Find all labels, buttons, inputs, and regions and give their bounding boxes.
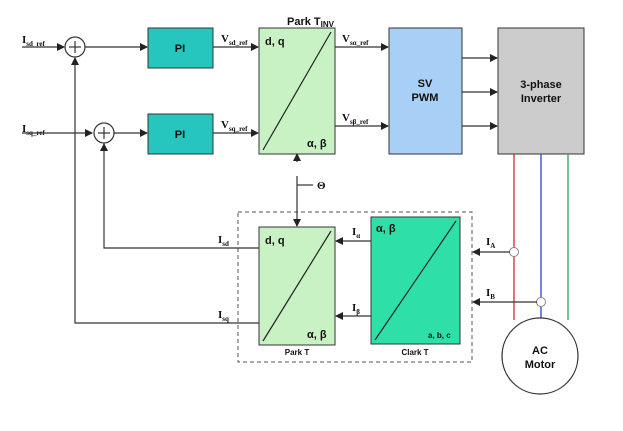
ib-label: IB: [486, 287, 495, 301]
ia-label: IA: [486, 236, 495, 250]
pi-label-d: PI: [175, 43, 185, 55]
park-inv-title: Park TINV: [287, 16, 335, 29]
vsq-ref-label: Vsq_ref: [221, 119, 248, 133]
park-inv-ab-label: α, β: [307, 138, 327, 150]
theta-label: Θ: [317, 180, 326, 192]
ac-motor: AC Motor: [501, 317, 579, 395]
isd-label: Isd: [218, 234, 229, 248]
pi-block-q: PI: [147, 113, 214, 155]
vsb-ref-label: Vsβ_ref: [342, 112, 369, 126]
sum-junction-d: [64, 36, 86, 58]
clark-block: α, β a, b, c: [370, 216, 461, 345]
inverter-label-1: 3-phase: [520, 79, 562, 91]
isq-feedback-wire: [71, 57, 259, 324]
pi-block-d: PI: [147, 27, 214, 69]
clark-ab-label: α, β: [376, 223, 396, 235]
isd-ref-label: Isd_ref: [22, 34, 45, 48]
i-beta-label: Iβ: [352, 302, 360, 316]
current-sensor-b: [536, 297, 546, 307]
isd-feedback-wire: [100, 143, 259, 249]
inverter-block: 3-phase Inverter: [497, 27, 585, 155]
sum-junction-q: [93, 122, 115, 144]
feedback-transform-box: [237, 211, 473, 363]
park-inv-dq-label: d, q: [265, 36, 285, 48]
i-alpha-label: Iα: [352, 226, 360, 240]
park-ab-label: α, β: [307, 329, 327, 341]
inverter-label-2: Inverter: [521, 93, 562, 105]
park-block: d, q α, β: [258, 226, 336, 346]
park-dq-label: d, q: [265, 235, 285, 247]
current-sensor-a: [509, 247, 519, 257]
park-title: Park T: [285, 348, 310, 357]
park-inverse-block: d, q α, β: [258, 27, 336, 155]
pi-label-q: PI: [175, 129, 185, 141]
svpwm-label-1: SV: [418, 78, 433, 90]
clark-abc-label: a, b, c: [428, 331, 451, 340]
svpwm-block: SV PWM: [388, 27, 463, 155]
motor-label-1: AC: [532, 345, 548, 357]
vsa-ref-label: Vsα_ref: [342, 33, 369, 47]
svpwm-label-2: PWM: [412, 92, 439, 104]
isq-label: Isq: [218, 309, 229, 323]
vsd-ref-label: Vsd_ref: [221, 33, 248, 47]
clark-title: Clark T: [401, 348, 428, 357]
motor-label-2: Motor: [525, 359, 556, 371]
isq-ref-label: Isq_ref: [22, 123, 45, 137]
